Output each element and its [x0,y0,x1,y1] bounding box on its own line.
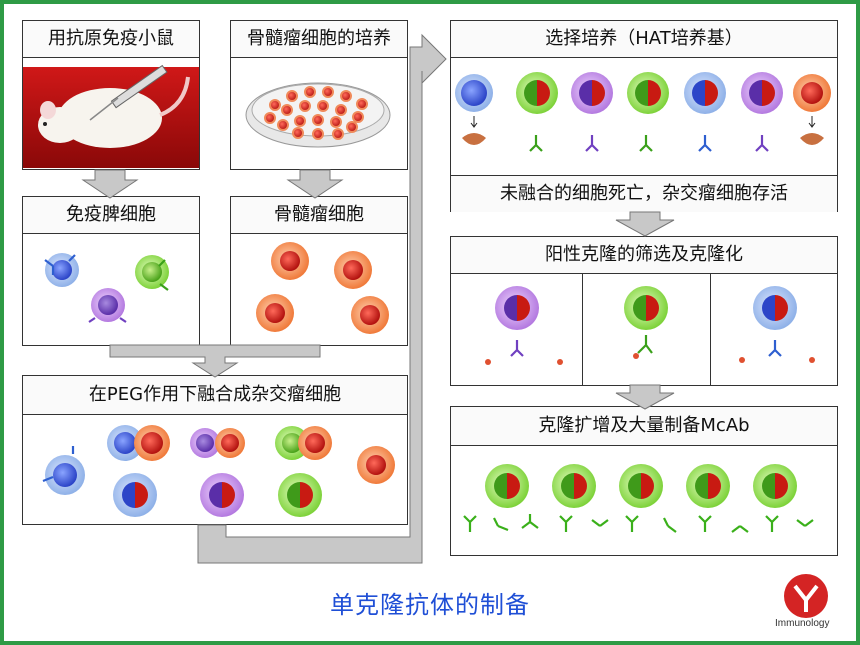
logo-text: Immunology [775,618,830,629]
label-hat-selection: 选择培养（HAT培养基） [451,21,837,58]
label-spleen-cells: 免疫脾细胞 [23,197,199,234]
label-peg-fusion: 在PEG作用下融合成杂交瘤细胞 [23,376,407,415]
divider-2 [710,273,711,385]
box-myeloma-culture: 骨髓瘤细胞的培养 [230,20,408,170]
page-title: 单克隆抗体的制备 [330,591,530,619]
box-myeloma-cells: 骨髓瘤细胞 [230,196,408,346]
label-immunize-mouse: 用抗原免疫小鼠 [23,21,199,58]
box-immunize-mouse: 用抗原免疫小鼠 [22,20,200,170]
box-positive-clone: 阳性克隆的筛选及克隆化 [450,236,838,386]
label-positive-clone: 阳性克隆的筛选及克隆化 [451,237,837,274]
label-myeloma-culture: 骨髓瘤细胞的培养 [231,21,407,58]
divider-1 [582,273,583,385]
box-hat-selection: 选择培养（HAT培养基） 未融合的细胞死亡，杂交瘤细胞存活 [450,20,838,212]
box-spleen-cells: 免疫脾细胞 [22,196,200,346]
label-expansion: 克隆扩增及大量制备McAb [451,407,837,446]
label-myeloma-cells: 骨髓瘤细胞 [231,197,407,234]
label-hat-result: 未融合的细胞死亡，杂交瘤细胞存活 [451,175,837,212]
box-expansion: 克隆扩增及大量制备McAb [450,406,838,556]
box-peg-fusion: 在PEG作用下融合成杂交瘤细胞 [22,375,408,525]
